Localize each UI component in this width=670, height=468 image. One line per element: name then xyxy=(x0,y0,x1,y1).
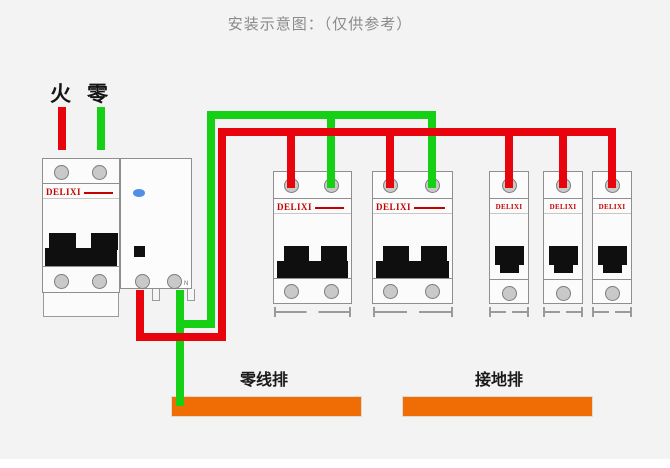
neutral-input-wire xyxy=(97,107,105,150)
breaker-toggle[interactable] xyxy=(421,246,447,262)
neutral-terminal-mark: N xyxy=(184,281,189,287)
breaker-toggle-base[interactable] xyxy=(277,261,348,278)
rcd-pin xyxy=(187,289,195,301)
live-drop-wire xyxy=(505,128,513,188)
breaker-toggle[interactable] xyxy=(91,233,118,250)
neutral-drop-wire xyxy=(428,111,436,188)
brand-label: DELIXI xyxy=(46,186,117,198)
breaker-toggle-base[interactable] xyxy=(500,265,519,273)
neutral-input-label: 零 xyxy=(87,83,108,106)
breaker-toggle[interactable] xyxy=(598,246,627,265)
din-rail-mark xyxy=(592,307,632,317)
neutral-riser-wire xyxy=(207,111,215,328)
brand-text: DELIXI xyxy=(549,202,577,211)
neutral-to-bar-wire xyxy=(176,290,184,406)
breaker-2p-2: DELIXI xyxy=(372,171,453,304)
rcd-test-button[interactable] xyxy=(134,246,145,257)
neutral-drop-wire xyxy=(327,111,335,188)
live-drop-wire xyxy=(386,128,394,188)
terminal-screw xyxy=(54,165,69,180)
brand-label: DELIXI xyxy=(376,201,449,213)
terminal-strip xyxy=(274,172,351,199)
brand-label: DELIXI xyxy=(594,201,630,212)
neutral-bus-wire xyxy=(207,111,436,119)
main-breaker-din-clip xyxy=(43,293,119,317)
main-breaker-2p: DELIXI xyxy=(42,158,120,293)
terminal-screw xyxy=(324,284,339,299)
live-elbow-wire xyxy=(136,333,226,341)
ground-bus-bar xyxy=(402,396,593,417)
din-rail-mark xyxy=(373,307,453,317)
breaker-toggle-base[interactable] xyxy=(376,261,449,278)
live-riser-wire xyxy=(218,128,226,341)
terminal-screw xyxy=(605,286,620,301)
breaker-1p-2: DELIXI xyxy=(543,171,583,304)
terminal-screw xyxy=(383,284,398,299)
terminal-screw xyxy=(556,286,571,301)
brand-label: DELIXI xyxy=(545,201,581,212)
brand-text: DELIXI xyxy=(277,202,313,212)
breaker-toggle[interactable] xyxy=(284,246,309,262)
brand-text: DELIXI xyxy=(495,202,523,211)
terminal-strip xyxy=(43,159,119,184)
terminal-screw xyxy=(54,274,69,289)
live-drop-wire xyxy=(559,128,567,188)
breaker-toggle[interactable] xyxy=(383,246,409,262)
terminal-screw xyxy=(167,274,182,289)
breaker-toggle[interactable] xyxy=(49,233,76,250)
breaker-2p-1: DELIXI xyxy=(273,171,352,304)
neutral-bus-bar xyxy=(171,396,362,417)
din-rail-mark xyxy=(274,307,351,317)
brand-text: DELIXI xyxy=(46,187,82,197)
breaker-toggle-base[interactable] xyxy=(603,265,622,273)
ground-bar-label: 接地排 xyxy=(474,372,523,389)
terminal-screw xyxy=(92,165,107,180)
brand-text: DELIXI xyxy=(376,202,412,212)
diagram-title: 安装示意图：（仅供参考） xyxy=(227,16,413,33)
live-input-wire xyxy=(58,107,66,150)
bottom-margin xyxy=(0,459,670,468)
brand-text: DELIXI xyxy=(598,202,626,211)
terminal-screw xyxy=(502,286,517,301)
breaker-toggle[interactable] xyxy=(549,246,578,265)
neutral-elbow-wire xyxy=(176,320,215,328)
breaker-1p-3: DELIXI xyxy=(592,171,632,304)
breaker-1p-1: DELIXI xyxy=(489,171,529,304)
neutral-bar-label: 零线排 xyxy=(239,372,288,389)
din-rail-mark xyxy=(489,307,529,317)
terminal-screw xyxy=(425,284,440,299)
terminal-screw xyxy=(135,274,150,289)
breaker-toggle[interactable] xyxy=(495,246,524,265)
rcd-indicator-light xyxy=(133,189,145,197)
live-drop-wire xyxy=(287,128,295,188)
rcd-pin xyxy=(152,289,160,301)
breaker-toggle-base[interactable] xyxy=(45,248,117,266)
live-out-wire xyxy=(136,290,144,341)
terminal-screw xyxy=(284,284,299,299)
breaker-toggle-base[interactable] xyxy=(554,265,573,273)
rcd-module: N xyxy=(120,158,192,289)
live-input-label: 火 xyxy=(50,83,71,106)
terminal-strip xyxy=(373,172,452,199)
din-rail-mark xyxy=(543,307,583,317)
brand-label: DELIXI xyxy=(277,201,348,213)
live-bus-wire xyxy=(218,128,616,136)
terminal-screw xyxy=(92,274,107,289)
brand-label: DELIXI xyxy=(491,201,527,212)
live-drop-wire xyxy=(608,128,616,188)
breaker-toggle[interactable] xyxy=(321,246,347,262)
